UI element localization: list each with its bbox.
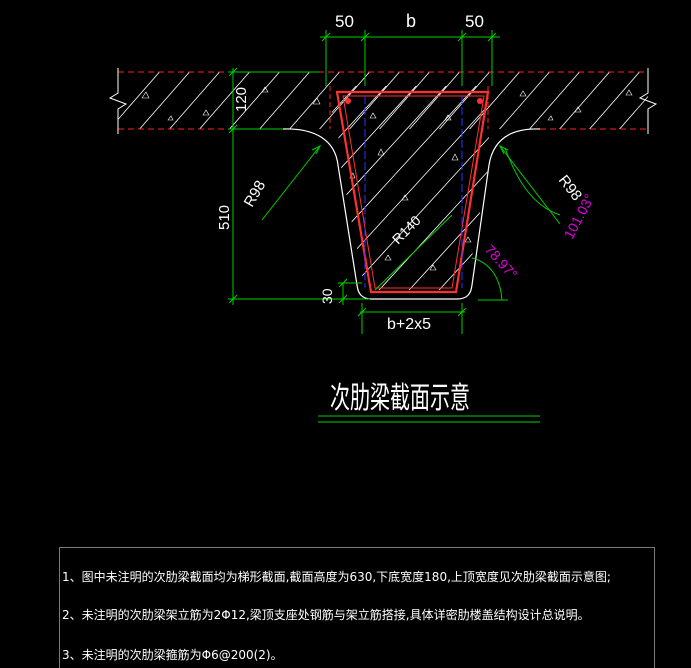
drawing-title: 次肋梁截面示意 xyxy=(330,381,470,416)
angle-arcs xyxy=(471,147,561,301)
diagonal-dimension xyxy=(374,214,453,291)
slab-thickness-label: 120 xyxy=(233,87,250,112)
beam-aggregate xyxy=(349,112,472,271)
note-1: 1、图中未注明的次肋梁截面均为梯形截面,截面高度为630,下底宽度180,上顶宽… xyxy=(62,570,611,584)
slab-edges xyxy=(118,71,648,130)
top-dim-right: 50 xyxy=(465,12,484,31)
stirrup xyxy=(335,90,490,294)
beam-outline xyxy=(282,128,541,300)
bottom-dimension xyxy=(357,303,467,334)
slab-hatch xyxy=(118,72,648,129)
title-underline xyxy=(318,415,540,423)
beam-height-label: 510 xyxy=(216,205,233,230)
chamfer-label: 30 xyxy=(319,288,335,304)
notes-table: 1、图中未注明的次肋梁截面均为梯形截面,截面高度为630,下底宽度180,上顶宽… xyxy=(59,547,655,668)
angle-outer-label: 101.03° xyxy=(561,191,598,241)
radius-left-label: R98 xyxy=(241,178,269,210)
note-2: 2、未注明的次肋梁架立筋为2Φ12,梁顶支座处钢筋与架立筋搭接,具体详密肋楼盖结… xyxy=(62,608,590,622)
bottom-width-label: b+2x5 xyxy=(387,316,431,333)
top-dim-mid: b xyxy=(406,11,416,31)
break-lines xyxy=(108,68,658,134)
diagonal-label: R140 xyxy=(389,212,424,247)
beam-hatch xyxy=(330,86,492,290)
rebar-dots xyxy=(345,98,483,104)
top-dimension xyxy=(320,30,500,86)
rebar-lines xyxy=(364,96,463,288)
note-3: 3、未注明的次肋梁箍筋为Φ6@200(2)。 xyxy=(62,648,283,662)
vertical-dimension xyxy=(228,67,370,305)
beam-form xyxy=(329,86,489,129)
slab-aggregate xyxy=(141,86,633,121)
angle-inner-label: 78.97° xyxy=(482,241,521,282)
top-dim-left: 50 xyxy=(335,12,354,31)
